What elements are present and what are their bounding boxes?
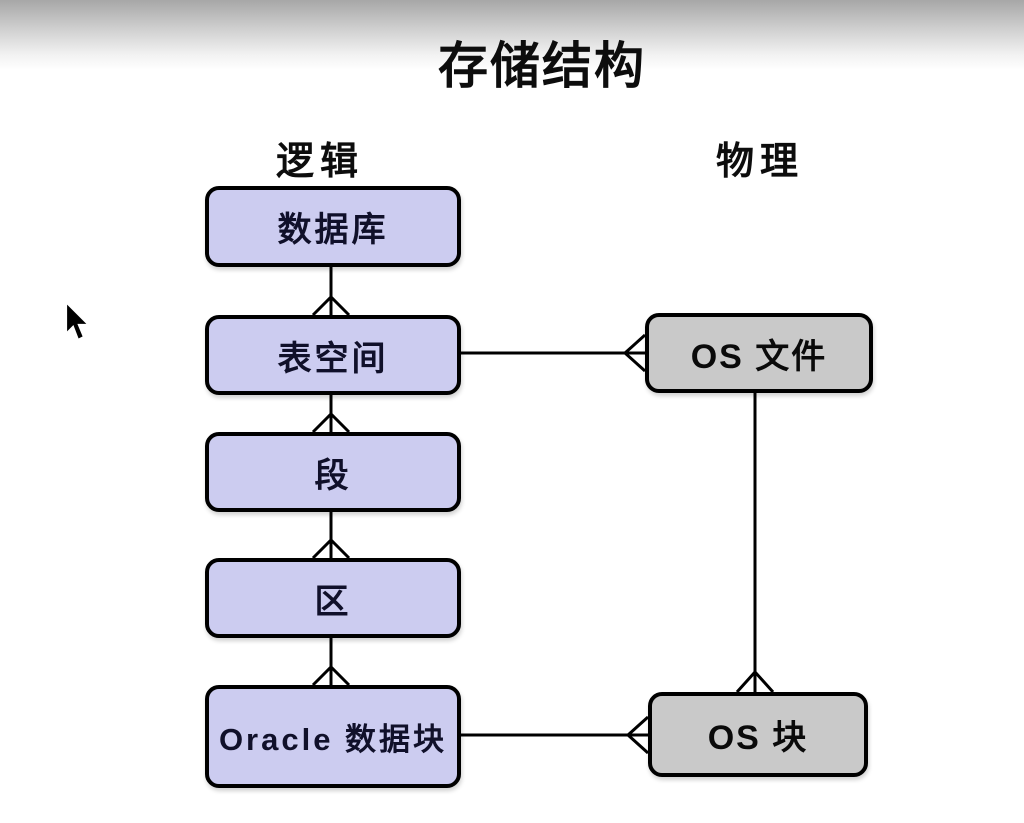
node-segment: 段 [205, 432, 461, 512]
node-oracle-datablock: Oracle 数据块 [205, 685, 461, 788]
column-header-logical: 逻辑 [275, 141, 364, 183]
edge-tablespace-osfile [461, 333, 647, 373]
edge-datablock-osblock [461, 715, 650, 755]
mouse-cursor-icon [64, 299, 92, 342]
edge-extent-datablock [311, 638, 351, 687]
edge-osfile-osblock [735, 393, 775, 694]
node-tablespace: 表空间 [205, 315, 461, 395]
edge-segment-extent [311, 512, 351, 560]
node-database: 数据库 [205, 186, 461, 267]
edge-database-tablespace [311, 267, 351, 317]
node-os-block: OS 块 [648, 692, 868, 777]
column-header-physical: 物理 [715, 141, 804, 183]
node-os-file: OS 文件 [645, 313, 873, 393]
page-title: 存储结构 [438, 38, 646, 94]
node-extent: 区 [205, 558, 461, 638]
edge-tablespace-segment [311, 395, 351, 434]
